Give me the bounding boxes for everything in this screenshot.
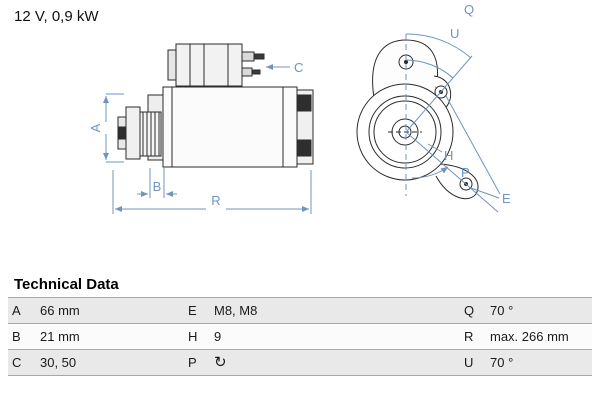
table-row: B 21 mm H 9 R max. 266 mm [8,323,592,350]
side-view-dimensions [103,64,312,214]
spec-value-c: 30, 50 [36,349,184,376]
rotation-direction-icon: ↻ [210,349,460,376]
spec-value-e: M8, M8 [210,297,460,324]
spec-key-h: H [184,323,210,350]
technical-data-title: Technical Data [14,276,119,293]
spec-key-c: C [8,349,36,376]
technical-data-table: A 66 mm E M8, M8 Q 70 ° B 21 mm H 9 R ma… [8,297,592,376]
dim-label-q: Q [464,2,474,17]
starter-motor-diagram: A B C R [88,2,511,214]
spec-value-b: 21 mm [36,323,184,350]
spec-key-b: B [8,323,36,350]
dim-label-e: E [502,191,511,206]
technical-data-section: Technical Data A 66 mm E M8, M8 Q 70 ° B… [0,274,600,376]
spec-value-q: 70 ° [486,297,592,324]
dim-label-h: H [444,148,453,163]
dim-label-a: A [88,123,103,132]
table-row: A 66 mm E M8, M8 Q 70 ° [8,297,592,324]
spec-value-r: max. 266 mm [486,323,592,350]
dim-label-p: P [461,165,470,180]
side-view [117,43,314,168]
spec-value-a: 66 mm [36,297,184,324]
voltage-power-title: 12 V, 0,9 kW [14,8,99,25]
dim-label-r: R [211,193,220,208]
spec-key-r: R [460,323,486,350]
spec-key-a: A [8,297,36,324]
dim-label-u: U [450,26,459,41]
end-view-dimensions [405,33,501,213]
spec-key-u: U [460,349,486,376]
spec-key-e: E [184,297,210,324]
dim-label-c: C [294,60,303,75]
spec-value-h: 9 [210,323,460,350]
spec-value-u: 70 ° [486,349,592,376]
spec-key-q: Q [460,297,486,324]
dim-label-b: B [153,179,162,194]
spec-key-p: P [184,349,210,376]
table-row: C 30, 50 P ↻ U 70 ° [8,349,592,376]
